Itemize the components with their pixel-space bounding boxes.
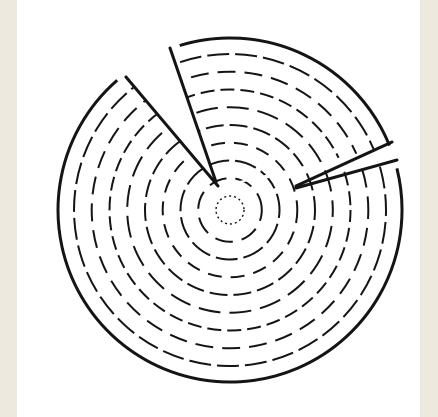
pith-ring: [216, 196, 244, 224]
left-cut-edge-inner: [170, 48, 216, 182]
bark-arc: [58, 80, 402, 382]
growth-ring: [92, 72, 369, 349]
growth-ring: [163, 143, 298, 278]
growth-ring: [198, 178, 262, 242]
growth-ring: [181, 161, 280, 260]
growth-ring: [74, 54, 386, 366]
growth-ring: [145, 125, 315, 295]
growth-ring: [127, 107, 333, 313]
growth-rings: [74, 54, 386, 366]
